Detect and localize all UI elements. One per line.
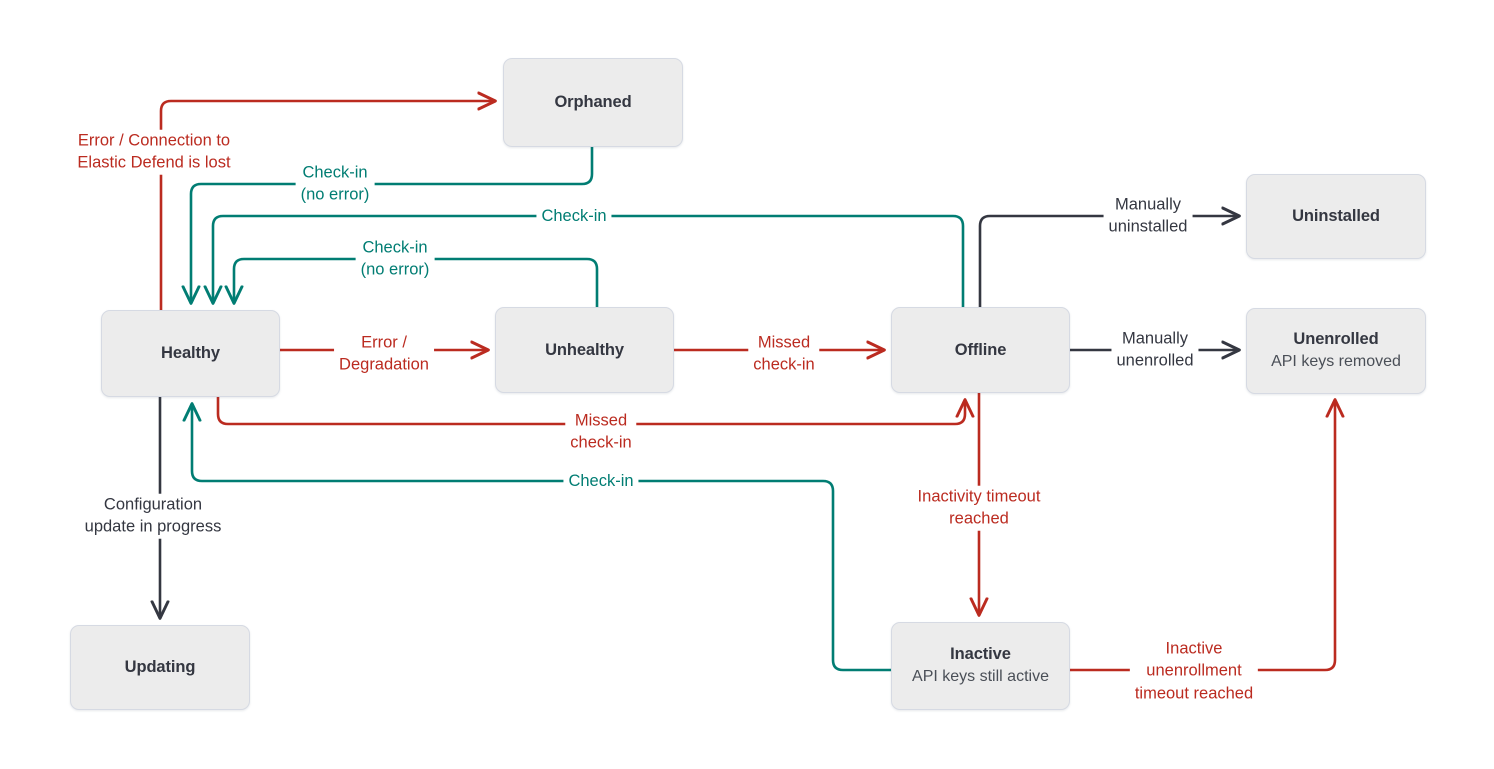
edge-label-healthy-to-offline: Missed check-in <box>565 409 637 455</box>
node-offline[interactable]: Offline <box>891 307 1070 393</box>
edge-label-inactive-to-unenrolled: Inactive unenrollment timeout reached <box>1129 637 1259 705</box>
node-updating-title: Updating <box>124 658 196 677</box>
edge-offline-to-uninstalled <box>978 216 1239 307</box>
edge-offline-to-healthy <box>213 214 965 307</box>
edge-inactive-to-healthy <box>192 404 891 672</box>
edge-healthy-to-orphaned <box>159 101 495 310</box>
edge-label-orphaned-to-healthy: Check-in (no error) <box>295 161 375 207</box>
node-unhealthy[interactable]: Unhealthy <box>495 307 674 393</box>
edge-label-offline-to-inactive: Inactivity timeout reached <box>912 485 1046 531</box>
node-updating[interactable]: Updating <box>70 625 250 710</box>
node-orphaned-title: Orphaned <box>554 93 632 112</box>
edge-label-offline-to-uninstalled: Manually uninstalled <box>1103 193 1193 239</box>
node-unenrolled[interactable]: Unenrolled API keys removed <box>1246 308 1426 394</box>
edge-label-healthy-to-unhealthy: Error / Degradation <box>334 331 434 377</box>
node-healthy-title: Healthy <box>161 344 220 363</box>
node-inactive-title: Inactive <box>950 644 1011 663</box>
node-uninstalled[interactable]: Uninstalled <box>1246 174 1426 259</box>
node-unhealthy-title: Unhealthy <box>545 340 624 359</box>
node-unenrolled-title: Unenrolled <box>1293 329 1379 348</box>
node-uninstalled-title: Uninstalled <box>1292 207 1380 226</box>
node-unenrolled-subtitle: API keys removed <box>1271 353 1401 371</box>
edge-label-unhealthy-to-offline: Missed check-in <box>748 331 820 377</box>
edge-label-inactive-to-healthy: Check-in <box>563 469 639 493</box>
edge-label-offline-to-unenrolled: Manually unenrolled <box>1111 327 1199 373</box>
node-healthy[interactable]: Healthy <box>101 310 280 397</box>
edge-inactive-to-unenrolled <box>1070 400 1335 672</box>
node-inactive[interactable]: Inactive API keys still active <box>891 622 1070 710</box>
node-offline-title: Offline <box>954 340 1007 359</box>
node-orphaned[interactable]: Orphaned <box>503 58 683 147</box>
edge-label-offline-to-healthy: Check-in <box>536 204 612 228</box>
node-inactive-subtitle: API keys still active <box>912 668 1049 686</box>
edge-label-healthy-to-orphaned: Error / Connection to Elastic Defend is … <box>72 129 236 175</box>
edge-orphaned-to-healthy <box>191 147 594 303</box>
edge-label-unhealthy-to-healthy: Check-in (no error) <box>355 236 435 282</box>
edge-label-healthy-to-updating: Configuration update in progress <box>79 493 227 539</box>
